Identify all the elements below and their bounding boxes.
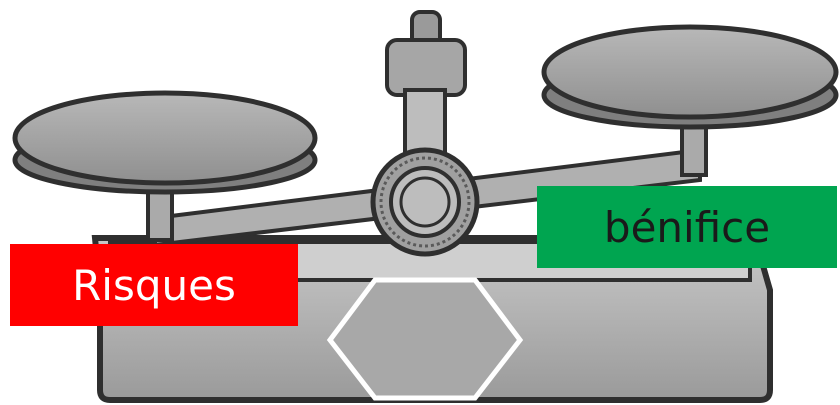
- benefit-label: bénifice: [537, 186, 837, 268]
- scale-pivot: [373, 150, 477, 254]
- right-pan: [544, 27, 836, 175]
- risk-label: Risques: [10, 244, 298, 326]
